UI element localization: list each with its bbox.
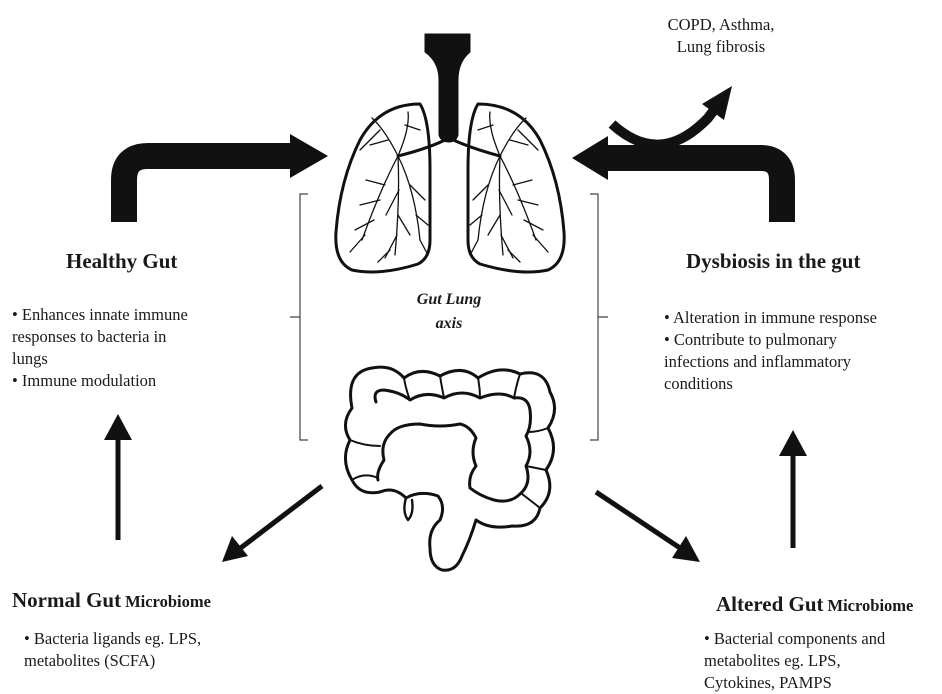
altered-diag-arrowhead — [672, 536, 700, 562]
normal-microbiome-bullets: • Bacteria ligands eg. LPS, metabolites … — [24, 628, 201, 672]
altered-line1: • Bacterial components and — [704, 628, 885, 650]
altered-title-bold: Altered Gut — [716, 592, 824, 616]
normal-title-bold: Normal Gut — [12, 588, 121, 612]
altered-line3: Cytokines, PAMPS — [704, 672, 885, 694]
gut-to-altered-arrow — [596, 492, 680, 548]
healthy-bullet-1-line3: lungs — [12, 348, 188, 370]
dysbiosis-arrowhead — [572, 136, 608, 180]
left-bracket — [290, 194, 308, 440]
normal-title-rest: Microbiome — [125, 592, 211, 611]
healthy-bullet-2-line1: • Immune modulation — [12, 370, 188, 392]
healthy-bullet-1-line2: responses to bacteria in — [12, 326, 188, 348]
dysbiosis-bullets: • Alteration in immune response • Contri… — [664, 307, 877, 395]
right-bracket — [590, 194, 608, 440]
axis-line2: axis — [400, 312, 498, 336]
gut-to-normal-arrow — [238, 486, 322, 550]
healthy-gut-title: Healthy Gut — [66, 249, 177, 274]
dysbiosis-bullet-2-line2: infections and inflammatory — [664, 351, 877, 373]
lung-diseases-label: COPD, Asthma, Lung fibrosis — [646, 14, 796, 58]
dysbiosis-bullet-1-line1: • Alteration in immune response — [664, 307, 877, 329]
lung-diseases-line2: Lung fibrosis — [646, 36, 796, 58]
dysbiosis-to-lungs-arrow — [606, 158, 782, 222]
normal-diag-arrowhead — [222, 536, 248, 562]
dysbiosis-title: Dysbiosis in the gut — [686, 249, 860, 274]
disease-curve-arrow — [612, 110, 714, 145]
healthy-to-lungs-arrow — [124, 156, 292, 222]
gut-lung-axis-label: Gut Lung axis — [400, 288, 498, 336]
normal-microbiome-title: Normal Gut Microbiome — [12, 588, 211, 613]
lungs-icon — [336, 34, 564, 272]
altered-line2: metabolites eg. LPS, — [704, 650, 885, 672]
intestine-icon — [345, 367, 554, 570]
altered-title-rest: Microbiome — [828, 596, 914, 615]
altered-microbiome-bullets: • Bacterial components and metabolites e… — [704, 628, 885, 694]
axis-line1: Gut Lung — [400, 288, 498, 312]
dysbiosis-bullet-2-line1: • Contribute to pulmonary — [664, 329, 877, 351]
dysbiosis-bullet-2-line3: conditions — [664, 373, 877, 395]
healthy-gut-bullets: • Enhances innate immune responses to ba… — [12, 304, 188, 392]
healthy-arrowhead — [290, 134, 328, 178]
lung-diseases-line1: COPD, Asthma, — [646, 14, 796, 36]
healthy-bullet-1-line1: • Enhances innate immune — [12, 304, 188, 326]
normal-up-arrowhead — [104, 414, 132, 440]
normal-line1: • Bacteria ligands eg. LPS, — [24, 628, 201, 650]
normal-line2: metabolites (SCFA) — [24, 650, 201, 672]
altered-up-arrowhead — [779, 430, 807, 456]
altered-microbiome-title: Altered Gut Microbiome — [716, 592, 913, 617]
